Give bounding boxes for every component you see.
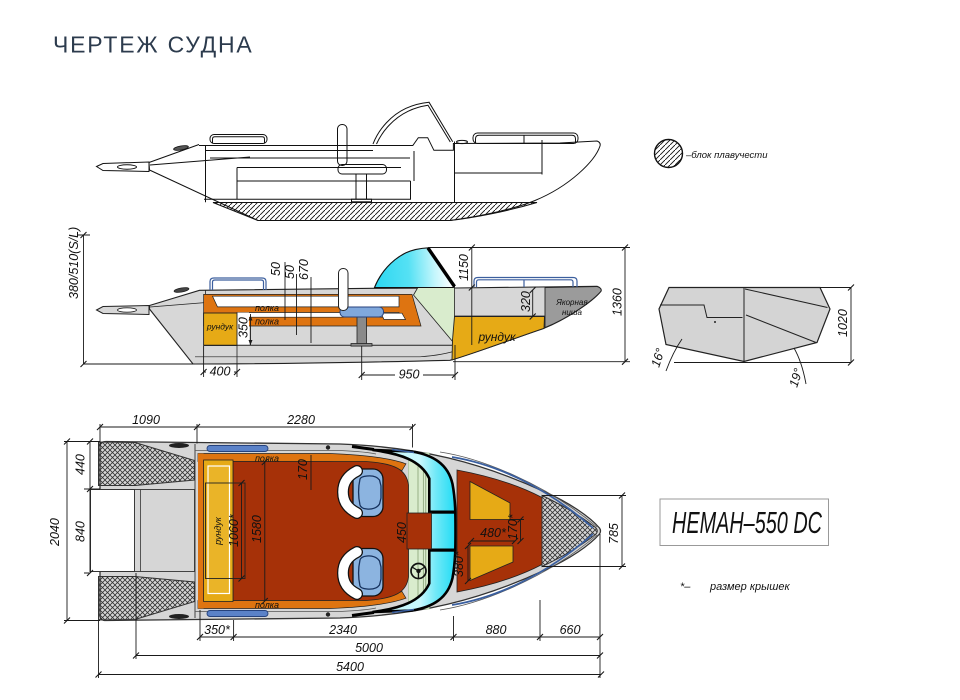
svg-text:880: 880 <box>486 623 507 637</box>
svg-text:950: 950 <box>399 368 420 382</box>
svg-text:480*: 480* <box>480 526 507 540</box>
svg-text:рундук: рундук <box>477 330 516 344</box>
svg-text:170: 170 <box>296 459 310 480</box>
svg-text:ниша: ниша <box>562 308 582 317</box>
svg-text:*–: *– <box>680 581 691 593</box>
svg-text:440: 440 <box>74 454 88 475</box>
svg-text:2340: 2340 <box>328 623 357 637</box>
svg-text:450: 450 <box>395 522 409 543</box>
svg-text:1020: 1020 <box>836 309 850 337</box>
svg-text:785: 785 <box>607 523 621 544</box>
svg-text:1150: 1150 <box>457 254 471 281</box>
svg-text:2280: 2280 <box>286 413 315 427</box>
svg-text:16°: 16° <box>649 347 668 369</box>
svg-text:380*: 380* <box>452 550 466 577</box>
svg-text:полка: полка <box>255 303 279 313</box>
svg-text:полка: полка <box>255 600 279 610</box>
svg-text:320: 320 <box>519 291 533 312</box>
svg-text:50: 50 <box>283 265 297 279</box>
svg-text:–блок плавучести: –блок плавучести <box>685 150 768 161</box>
svg-text:размер крышек: размер крышек <box>709 581 790 593</box>
svg-text:840: 840 <box>74 521 88 542</box>
svg-text:1580: 1580 <box>250 515 264 543</box>
svg-text:5000: 5000 <box>355 641 383 655</box>
svg-text:380/510(S/L): 380/510(S/L) <box>67 227 81 299</box>
svg-text:2040: 2040 <box>48 518 62 547</box>
svg-text:350: 350 <box>237 317 251 338</box>
svg-text:660: 660 <box>560 623 581 637</box>
svg-text:1060*: 1060* <box>227 513 241 547</box>
svg-text:полка: полка <box>255 317 279 327</box>
svg-text:1090: 1090 <box>132 413 160 427</box>
svg-text:Якорная: Якорная <box>555 298 588 307</box>
svg-text:НЕМАН–550 DC: НЕМАН–550 DC <box>672 505 822 540</box>
svg-text:ЧЕРТЕЖ СУДНА: ЧЕРТЕЖ СУДНА <box>53 32 254 58</box>
svg-text:19°: 19° <box>787 367 806 389</box>
svg-text:5400: 5400 <box>336 660 364 674</box>
svg-text:50: 50 <box>269 262 283 276</box>
svg-text:1360: 1360 <box>611 288 625 316</box>
svg-text:170*: 170* <box>506 513 520 540</box>
svg-text:рундук: рундук <box>213 516 223 546</box>
svg-text:рундук: рундук <box>206 322 234 332</box>
svg-text:670: 670 <box>297 259 311 280</box>
svg-text:400: 400 <box>210 365 231 379</box>
svg-text:полка: полка <box>255 454 279 464</box>
svg-text:350*: 350* <box>204 623 231 637</box>
